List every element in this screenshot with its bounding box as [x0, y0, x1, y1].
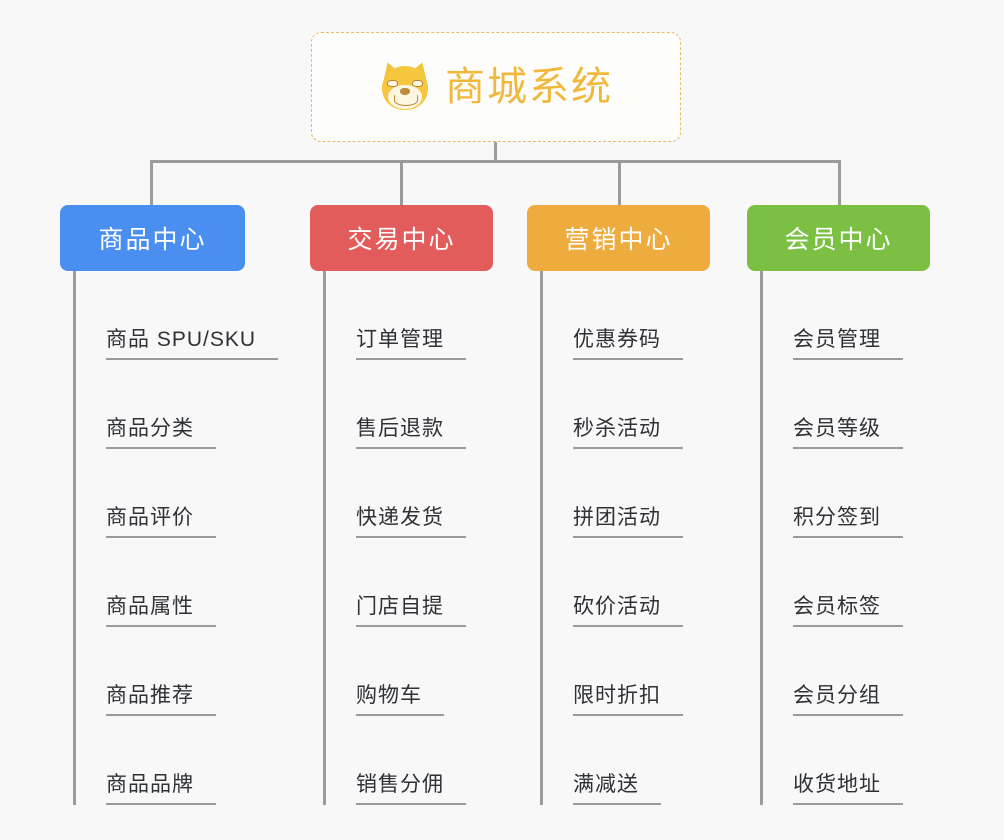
leaf-item[interactable]: 会员等级 [763, 360, 930, 449]
leaf-list-2: 订单管理 售后退款 快递发货 门店自提 购物车 销售分佣 [323, 271, 493, 805]
leaf-item[interactable]: 秒杀活动 [543, 360, 710, 449]
leaf-label: 优惠券码 [573, 327, 683, 360]
connector-bus [150, 160, 841, 163]
leaf-item[interactable]: 门店自提 [326, 538, 493, 627]
leaf-item[interactable]: 商品分类 [76, 360, 245, 449]
category-label-4: 会员中心 [784, 226, 893, 254]
category-header-2[interactable]: 交易中心 [310, 205, 493, 271]
connector-drop-2 [400, 160, 403, 206]
category-label-1: 商品中心 [98, 226, 207, 254]
leaf-label: 快递发货 [356, 505, 466, 538]
leaf-label: 商品品牌 [106, 772, 216, 805]
leaf-item[interactable]: 满减送 [543, 716, 710, 805]
leaf-list-3: 优惠券码 秒杀活动 拼团活动 砍价活动 限时折扣 满减送 [540, 271, 710, 805]
leaf-list-4: 会员管理 会员等级 积分签到 会员标签 会员分组 收货地址 [760, 271, 930, 805]
leaf-item[interactable]: 会员管理 [763, 271, 930, 360]
leaf-item[interactable]: 快递发货 [326, 449, 493, 538]
leaf-label: 会员管理 [793, 327, 903, 360]
leaf-label: 会员分组 [793, 683, 903, 716]
leaf-item[interactable]: 限时折扣 [543, 627, 710, 716]
leaf-item[interactable]: 销售分佣 [326, 716, 493, 805]
leaf-label: 商品属性 [106, 594, 216, 627]
category-header-1[interactable]: 商品中心 [60, 205, 245, 271]
root-title: 商城系统 [445, 65, 613, 109]
leaf-label: 商品分类 [106, 416, 216, 449]
leaf-item[interactable]: 商品推荐 [76, 627, 245, 716]
category-label-3: 营销中心 [564, 226, 673, 254]
leaf-item[interactable]: 收货地址 [763, 716, 930, 805]
leaf-item[interactable]: 售后退款 [326, 360, 493, 449]
leaf-item[interactable]: 商品 SPU/SKU [76, 271, 279, 360]
leaf-label: 售后退款 [356, 416, 466, 449]
leaf-item[interactable]: 砍价活动 [543, 538, 710, 627]
leaf-item[interactable]: 订单管理 [326, 271, 493, 360]
leaf-label: 商品评价 [106, 505, 216, 538]
connector-root-stem [494, 142, 497, 163]
leaf-label: 砍价活动 [573, 594, 683, 627]
leaf-label: 收货地址 [793, 772, 903, 805]
category-header-4[interactable]: 会员中心 [747, 205, 930, 271]
leaf-item[interactable]: 积分签到 [763, 449, 930, 538]
branch-营销中心: 营销中心 优惠券码 秒杀活动 拼团活动 砍价活动 限时折扣 满减送 [527, 205, 710, 805]
leaf-list-1: 商品 SPU/SKU 商品分类 商品评价 商品属性 商品推荐 商品品牌 [73, 271, 279, 805]
leaf-item[interactable]: 购物车 [326, 627, 493, 716]
leaf-item[interactable]: 优惠券码 [543, 271, 710, 360]
branch-交易中心: 交易中心 订单管理 售后退款 快递发货 门店自提 购物车 销售分佣 [310, 205, 493, 805]
shiba-dog-icon [379, 59, 431, 113]
branch-会员中心: 会员中心 会员管理 会员等级 积分签到 会员标签 会员分组 收货地址 [747, 205, 930, 805]
connector-drop-1 [150, 160, 153, 206]
leaf-item[interactable]: 商品属性 [76, 538, 245, 627]
leaf-item[interactable]: 商品评价 [76, 449, 245, 538]
leaf-label: 满减送 [573, 772, 661, 805]
leaf-item[interactable]: 拼团活动 [543, 449, 710, 538]
leaf-label: 购物车 [356, 683, 444, 716]
leaf-item[interactable]: 会员分组 [763, 627, 930, 716]
leaf-label: 商品 SPU/SKU [106, 327, 279, 360]
leaf-item[interactable]: 会员标签 [763, 538, 930, 627]
leaf-label: 销售分佣 [356, 772, 466, 805]
leaf-label: 秒杀活动 [573, 416, 683, 449]
category-label-2: 交易中心 [347, 226, 456, 254]
leaf-label: 商品推荐 [106, 683, 216, 716]
leaf-item[interactable]: 商品品牌 [76, 716, 245, 805]
category-header-3[interactable]: 营销中心 [527, 205, 710, 271]
connector-drop-4 [838, 160, 841, 206]
leaf-label: 门店自提 [356, 594, 466, 627]
leaf-label: 会员等级 [793, 416, 903, 449]
leaf-label: 会员标签 [793, 594, 903, 627]
leaf-label: 积分签到 [793, 505, 903, 538]
leaf-label: 订单管理 [356, 327, 466, 360]
leaf-label: 拼团活动 [573, 505, 683, 538]
branch-商品中心: 商品中心 商品 SPU/SKU 商品分类 商品评价 商品属性 商品推荐 商品品牌 [60, 205, 279, 805]
connector-drop-3 [618, 160, 621, 206]
root-node[interactable]: 商城系统 [311, 32, 681, 142]
leaf-label: 限时折扣 [573, 683, 683, 716]
